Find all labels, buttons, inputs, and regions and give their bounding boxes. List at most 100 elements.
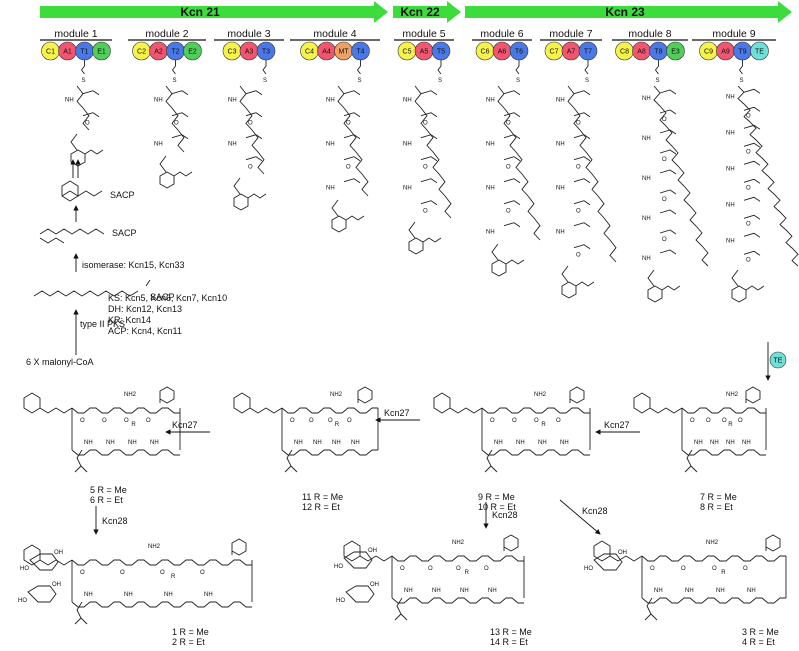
nh-atom: NH (726, 131, 735, 137)
carbonyl-o-atom: O (706, 418, 711, 424)
carbonyl-o-atom: O (650, 566, 655, 572)
gene-arrow-kcn23: Kcn 23 (465, 1, 792, 23)
nh-atom: NH (326, 185, 335, 191)
domain-t6: T6 (509, 41, 529, 61)
carbonyl-o-atom: O (576, 121, 581, 127)
domain-label: A2 (154, 49, 163, 56)
nh-atom: NH (486, 141, 495, 147)
domain-label: A4 (322, 49, 331, 56)
compound-label-5: 5 R = Me (90, 485, 127, 495)
carbonyl-o-atom: O (423, 121, 428, 127)
domain-t7: T7 (578, 41, 598, 61)
domain-a8: A8 (632, 41, 651, 61)
amine-atom: NH2 (330, 392, 343, 398)
r-group-atom: R (465, 570, 470, 576)
hydroxyl-atom: HO (336, 598, 345, 604)
amine-atom: NH2 (706, 540, 719, 546)
gene-label-kcn23: Kcn 23 (605, 5, 645, 19)
carbonyl-o-atom: O (428, 566, 433, 572)
domain-c6: C6 (475, 41, 495, 61)
module-label: module 2 (145, 28, 188, 40)
domain-label: A8 (637, 49, 646, 56)
te-circle-label: TE (774, 358, 783, 365)
carbonyl-o-atom: O (309, 418, 314, 424)
nh-atom: NH (460, 588, 469, 594)
compound-label-9: 9 R = Me (478, 492, 515, 502)
nh-atom: NH (642, 256, 651, 262)
isomerase-label: isomerase: Kcn15, Kcn33 (82, 260, 185, 270)
domain-label: C2 (137, 49, 146, 56)
domain-label: T4 (356, 49, 364, 56)
nh-atom: NH (694, 440, 703, 446)
carbonyl-o-atom: O (576, 209, 581, 215)
nh-atom: NH (486, 185, 495, 191)
nh-atom: NH (332, 440, 341, 446)
nh-atom: NH (404, 588, 413, 594)
nh-atom: NH (65, 97, 74, 103)
kcn28-label-1: Kcn28 (102, 516, 128, 526)
domain-label: T8 (654, 49, 662, 56)
hydroxyl-atom: OH (370, 582, 379, 588)
sacp-label-3: SACP (150, 292, 175, 302)
sulfur-atom: S (740, 78, 744, 84)
nh-atom: NH (150, 440, 159, 446)
domain-label: A1 (63, 49, 72, 56)
hydroxyl-atom: OH (368, 548, 377, 554)
domain-label: C8 (620, 49, 629, 56)
carbonyl-o-atom: O (146, 418, 151, 424)
gene-label-kcn21: Kcn 21 (180, 5, 220, 19)
nh-atom: NH (486, 97, 495, 103)
gene-label-kcn22: Kcn 22 (400, 5, 440, 19)
nh-atom: NH (106, 440, 115, 446)
nh-atom: NH (154, 141, 163, 147)
carbonyl-o-atom: O (746, 258, 751, 264)
domain-c4: C4 (300, 41, 319, 61)
carbonyl-o-atom: O (534, 418, 539, 424)
nh-atom: NH (128, 440, 137, 446)
domain-c9: C9 (699, 41, 718, 61)
nh-atom: NH (204, 592, 213, 598)
nh-atom: NH (726, 95, 735, 101)
nh-atom: NH (747, 588, 756, 594)
nh-atom: NH (742, 440, 751, 446)
amine-atom: NH2 (534, 392, 547, 398)
pks-label: type II PKS (80, 319, 125, 329)
amine-atom: NH2 (148, 544, 161, 550)
domain-label: A7 (567, 49, 576, 56)
domain-label: A6 (498, 49, 507, 56)
carbonyl-o-atom: O (347, 418, 352, 424)
carbonyl-o-atom: O (576, 165, 581, 171)
nh-atom: NH (642, 176, 651, 182)
hydroxyl-atom: HO (18, 598, 27, 604)
module-label: module 7 (549, 28, 592, 40)
sulfur-atom: S (585, 78, 589, 84)
amine-atom: NH2 (726, 392, 739, 398)
nh-atom: NH (84, 440, 93, 446)
domain-label: MT (338, 49, 349, 56)
domain-label: E3 (671, 49, 680, 56)
module-label: module 6 (480, 28, 523, 40)
nh-atom: NH (556, 185, 565, 191)
carbonyl-o-atom: O (506, 121, 511, 127)
carbonyl-o-atom: O (662, 197, 667, 203)
macrocycles: NH2RONHONHONHONHNH2RONHONHONHONHNH2RONHO… (18, 386, 787, 625)
nh-atom: NH (726, 239, 735, 245)
carbonyl-o-atom: O (512, 418, 517, 424)
nh-atom: NH (84, 592, 93, 598)
carbonyl-o-atom: O (174, 121, 179, 127)
domain-label: A9 (721, 49, 730, 56)
